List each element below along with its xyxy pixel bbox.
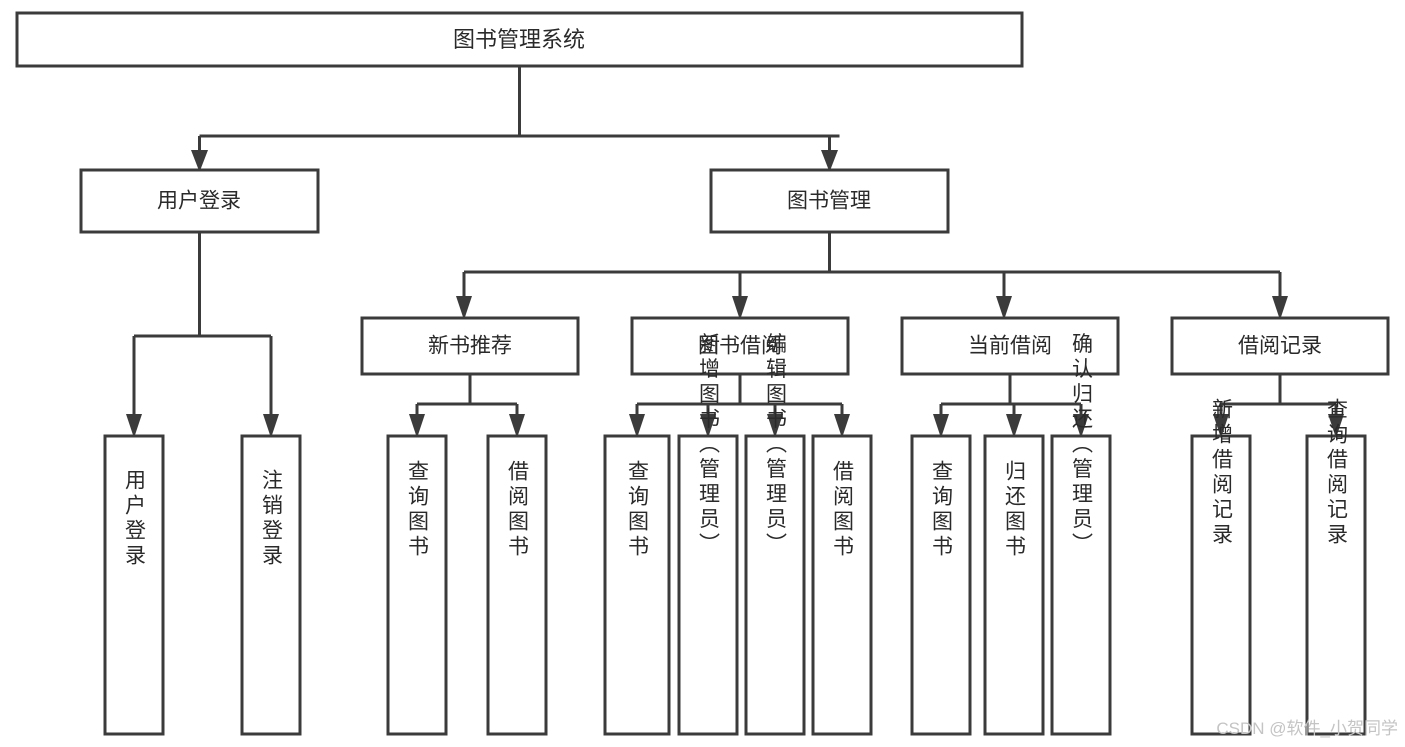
node-leaf-return-book-label: 归还图书 [1003, 460, 1027, 560]
node-leaf-query-book-3-box [910, 434, 972, 736]
node-leaf-borrow-book-1[interactable]: 借阅图书 [486, 434, 548, 736]
node-user-login-box [79, 168, 320, 234]
node-book-manage[interactable]: 图书管理 [709, 168, 950, 234]
node-leaf-user-login-box [103, 434, 165, 736]
node-root-box [15, 11, 1024, 68]
arrow-head-leaf-query-book-2 [629, 414, 645, 438]
node-leaf-query-book-2-label: 查询图书 [626, 460, 650, 560]
node-leaf-query-book-2[interactable]: 查询图书 [603, 434, 671, 736]
node-leaf-add-book-box [677, 434, 739, 736]
node-book-borrow-label: 图书借阅 [698, 335, 782, 358]
node-leaf-query-record-label: 查询借阅记录 [1325, 398, 1349, 548]
arrow-head-new-book-rec [456, 296, 472, 320]
node-current-borrow-label: 当前借阅 [968, 335, 1052, 358]
arrow-head-book-manage [821, 150, 838, 172]
node-root[interactable]: 图书管理系统 [15, 11, 1024, 68]
node-leaf-edit-book-label: 编辑图书（管理员） [764, 333, 788, 558]
node-leaf-add-book[interactable]: 新增图书（管理员） [677, 333, 739, 736]
node-borrow-record[interactable]: 借阅记录 [1170, 316, 1390, 376]
node-leaf-return-book-box [983, 434, 1045, 736]
node-current-borrow-box [900, 316, 1120, 376]
arrow-head-current-borrow [996, 296, 1012, 320]
connector-group-current-borrow [933, 374, 1089, 438]
arrow-head-leaf-query-record [1328, 414, 1344, 438]
connector-group-book-borrow [629, 374, 850, 438]
arrow-head-leaf-return-book [1006, 414, 1022, 438]
node-book-borrow[interactable]: 图书借阅 [630, 316, 850, 376]
node-leaf-borrow-book-2[interactable]: 借阅图书 [811, 434, 873, 736]
node-leaf-query-book-1-label: 查询图书 [406, 460, 430, 560]
node-leaf-query-book-3-label: 查询图书 [930, 460, 954, 560]
node-leaf-borrow-book-1-label: 借阅图书 [506, 460, 530, 560]
node-user-login[interactable]: 用户登录 [79, 168, 320, 234]
arrow-head-leaf-query-book-1 [409, 414, 425, 438]
node-leaf-query-record-box [1305, 434, 1367, 736]
arrow-head-leaf-add-book [700, 414, 716, 438]
arrow-head-leaf-edit-book [767, 414, 783, 438]
node-leaf-query-book-1-box [386, 434, 448, 736]
node-borrow-record-label: 借阅记录 [1238, 335, 1322, 358]
arrow-head-leaf-add-record [1213, 414, 1229, 438]
node-leaf-add-record-box [1190, 434, 1252, 736]
arrow-head-leaf-borrow-book-1 [509, 414, 525, 438]
node-book-manage-box [709, 168, 950, 234]
node-new-book-rec-label: 新书推荐 [428, 335, 512, 358]
connector-group-new-book-rec [409, 374, 525, 438]
arrow-head-leaf-query-book-3 [933, 414, 949, 438]
arrow-head-user-login [191, 150, 208, 172]
node-leaf-query-book-1[interactable]: 查询图书 [386, 434, 448, 736]
connector-group-book-manage [456, 232, 1288, 320]
node-leaf-user-login-label: 用户登录 [123, 469, 147, 569]
arrow-head-leaf-user-logout [263, 414, 279, 438]
node-new-book-rec[interactable]: 新书推荐 [360, 316, 580, 376]
node-leaf-borrow-book-2-box [811, 434, 873, 736]
node-leaf-user-login[interactable]: 用户登录 [103, 434, 165, 736]
node-borrow-record-box [1170, 316, 1390, 376]
connector-group-borrow-record [1213, 374, 1344, 438]
node-leaf-query-book-3[interactable]: 查询图书 [910, 434, 972, 736]
node-leaf-query-record[interactable]: 查询借阅记录 [1305, 398, 1367, 736]
node-book-borrow-box [630, 316, 850, 376]
connector-group-root [191, 66, 840, 172]
node-leaf-user-logout[interactable]: 注销登录 [240, 434, 302, 736]
arrow-head-book-borrow [732, 296, 748, 320]
node-leaf-borrow-book-1-box [486, 434, 548, 736]
connector-group-user-login [126, 232, 279, 438]
node-leaf-return-book[interactable]: 归还图书 [983, 434, 1045, 736]
node-leaf-confirm-return-box [1050, 434, 1112, 736]
node-current-borrow[interactable]: 当前借阅 [900, 316, 1120, 376]
arrow-head-leaf-user-login [126, 414, 142, 438]
node-user-login-label: 用户登录 [157, 190, 241, 213]
node-leaf-query-book-2-box [603, 434, 671, 736]
arrow-head-leaf-borrow-book-2 [834, 414, 850, 438]
node-leaf-borrow-book-2-label: 借阅图书 [831, 460, 855, 560]
arrow-head-leaf-confirm-return [1073, 414, 1089, 438]
node-book-manage-label: 图书管理 [787, 190, 871, 213]
node-leaf-user-logout-label: 注销登录 [260, 469, 284, 569]
node-leaf-add-record[interactable]: 新增借阅记录 [1190, 398, 1252, 736]
node-new-book-rec-box [360, 316, 580, 376]
node-leaf-user-logout-box [240, 434, 302, 736]
node-root-label: 图书管理系统 [453, 27, 585, 52]
node-leaf-confirm-return[interactable]: 确认归还（管理员） [1050, 333, 1112, 736]
node-leaf-confirm-return-label: 确认归还（管理员） [1070, 333, 1094, 558]
node-leaf-edit-book[interactable]: 编辑图书（管理员） [744, 333, 806, 736]
arrow-head-borrow-record [1272, 296, 1288, 320]
node-leaf-edit-book-box [744, 434, 806, 736]
node-leaf-add-book-label: 新增图书（管理员） [697, 333, 721, 558]
watermark-label: CSDN @软件_小贺同学 [1216, 719, 1398, 738]
node-leaf-add-record-label: 新增借阅记录 [1210, 398, 1234, 548]
